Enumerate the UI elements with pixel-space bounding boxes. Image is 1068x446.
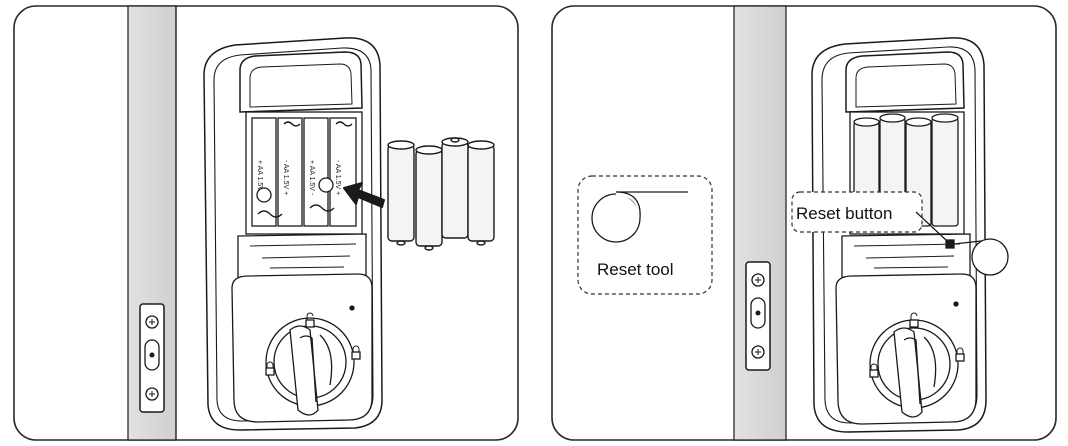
strike-plate <box>139 303 165 413</box>
strike-plate <box>745 261 771 371</box>
svg-text:- AA 1.5V +: - AA 1.5V + <box>282 160 289 195</box>
panel-battery-install: + AA 1.5V - - AA 1.5V + + AA 1.5V - - AA… <box>13 5 519 441</box>
battery-icon <box>931 113 959 227</box>
reset-tool-inserted <box>953 238 1009 276</box>
panel-reset: Reset button Reset tool <box>551 5 1057 441</box>
reset-tool-label: Reset tool <box>597 260 674 279</box>
batteries <box>387 137 495 251</box>
lock-icon <box>351 345 361 360</box>
reset-button-label: Reset button <box>796 204 892 223</box>
svg-text:- AA 1.5V +: - AA 1.5V + <box>334 160 341 195</box>
battery-icon <box>415 145 443 251</box>
battery-icon <box>441 137 469 239</box>
unlock-icon <box>305 312 315 328</box>
lock-lower-body <box>231 233 373 423</box>
lock-lower-body <box>835 233 977 425</box>
battery-compartment: + AA 1.5V - - AA 1.5V + + AA 1.5V - - AA… <box>245 111 363 235</box>
unlock-icon <box>909 312 919 328</box>
svg-text:+ AA 1.5V -: + AA 1.5V - <box>256 160 263 196</box>
svg-text:+ AA 1.5V -: + AA 1.5V - <box>308 160 315 196</box>
lock-icon <box>955 347 965 362</box>
battery-icon <box>467 140 495 246</box>
reset-button-callout: Reset button <box>791 191 947 241</box>
lock-icon <box>265 361 275 376</box>
reset-tool-callout: Reset tool <box>577 175 713 295</box>
door-edge <box>733 5 787 441</box>
lock-icon <box>869 363 879 378</box>
arrow-icon <box>343 182 385 208</box>
reset-button-hole <box>945 239 955 249</box>
battery-icon <box>387 140 415 246</box>
